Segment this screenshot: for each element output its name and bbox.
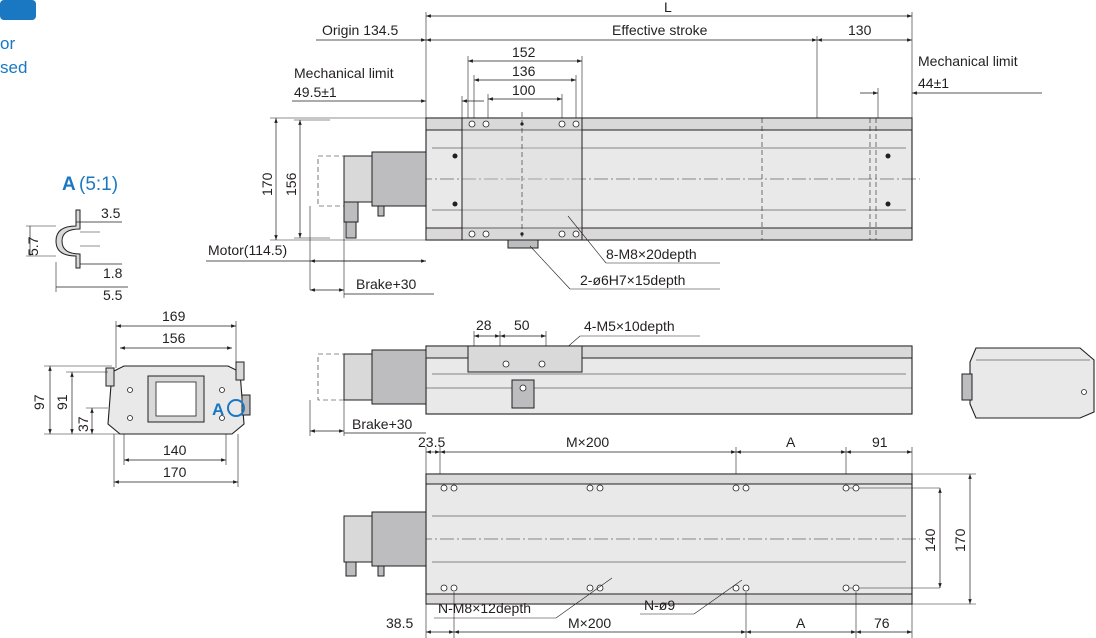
top-view-callout-m8: 8-M8×20depth	[606, 246, 697, 262]
header-badge	[0, 0, 36, 20]
end-view-dim-140: 140	[163, 442, 187, 458]
bottom-view-dim-a-top: A	[786, 434, 796, 450]
bottom-view-dim-38-5: 38.5	[386, 615, 413, 631]
bottom-view-dim-a-bottom: A	[796, 615, 806, 631]
top-view-brake: Brake+30	[356, 276, 417, 292]
detail-a-dim-3-5: 3.5	[101, 205, 121, 221]
top-view-callout-pin: 2-ø6H7×15depth	[580, 272, 685, 288]
top-view-dim-l: L	[664, 0, 672, 15]
end-view-dim-91: 91	[54, 394, 70, 410]
bottom-view-dim-76: 76	[874, 615, 890, 631]
bottom-view-dim-170: 170	[952, 528, 968, 552]
top-view-motor-label: Motor(114.5)	[208, 242, 287, 258]
bottom-view-dim-91: 91	[872, 434, 888, 450]
detail-a-dim-1-8: 1.8	[103, 265, 123, 281]
top-view-dim-130: 130	[848, 22, 872, 38]
top-view-dim-152: 152	[512, 44, 536, 60]
detail-a-dim-5-5: 5.5	[103, 287, 123, 303]
detail-a-view: A (5:1) 3.5 5.7 1.8 5.5	[25, 174, 128, 303]
detail-a-profile	[55, 209, 81, 269]
detail-a-title-scale: (5:1)	[79, 174, 118, 195]
header-side-text-2: sed	[0, 58, 27, 77]
top-view-mech-limit-right-value: 44±1	[918, 75, 949, 91]
detail-a-title-letter: A	[62, 174, 76, 195]
side-view-callout-m5: 4-M5×10depth	[584, 318, 675, 334]
bottom-view-dim-23-5: 23.5	[418, 434, 445, 450]
bottom-view-dim-mx200-bottom: M×200	[568, 615, 611, 631]
end-view-dim-169: 169	[162, 308, 186, 324]
bottom-view-dim-mx200-top: M×200	[566, 434, 609, 450]
end-view-dim-170: 170	[163, 464, 187, 480]
side-view-dim-50: 50	[514, 317, 530, 333]
end-view-marker-a: A	[212, 400, 224, 419]
bottom-view: 23.5 M×200 A 91 140	[343, 434, 976, 638]
end-view-marker-circle	[227, 399, 245, 417]
side-view-brake: Brake+30	[352, 416, 413, 432]
side-view-slider	[467, 345, 583, 373]
top-view-mech-limit-right: Mechanical limit	[918, 53, 1018, 69]
side-view-dim-28: 28	[476, 317, 492, 333]
bottom-view-callout-nm8: N-M8×12depth	[438, 600, 531, 616]
top-view-dim-170: 170	[259, 172, 275, 196]
end-view-dim-97: 97	[31, 394, 47, 410]
end-view-dim-37: 37	[75, 416, 91, 432]
right-end-view-body	[969, 347, 1095, 419]
header-side-text-1: or	[0, 34, 15, 53]
top-view: L Origin 134.5 Effective stroke 130 152 …	[206, 0, 1042, 298]
top-view-mech-limit-left-value: 49.5±1	[294, 84, 337, 100]
bottom-view-dim-140: 140	[922, 528, 938, 552]
top-view-dim-100: 100	[512, 82, 536, 98]
header-fragment: or sed	[0, 0, 36, 77]
top-view-dim-136: 136	[512, 63, 536, 79]
bottom-view-callout-n9: N-ø9	[644, 597, 675, 613]
top-view-origin: Origin 134.5	[322, 22, 398, 38]
end-view: 169 156 A 97 91 37 140 170	[31, 308, 251, 487]
side-view: 28 50 4-M5×10depth Brake+30	[309, 317, 913, 436]
top-view-effective-stroke: Effective stroke	[612, 22, 708, 38]
end-view-dim-156: 156	[162, 330, 186, 346]
right-end-view	[961, 347, 1095, 419]
top-view-mech-limit-left: Mechanical limit	[294, 65, 394, 81]
top-view-dim-156: 156	[283, 172, 299, 196]
detail-a-dim-5-7: 5.7	[25, 236, 41, 256]
